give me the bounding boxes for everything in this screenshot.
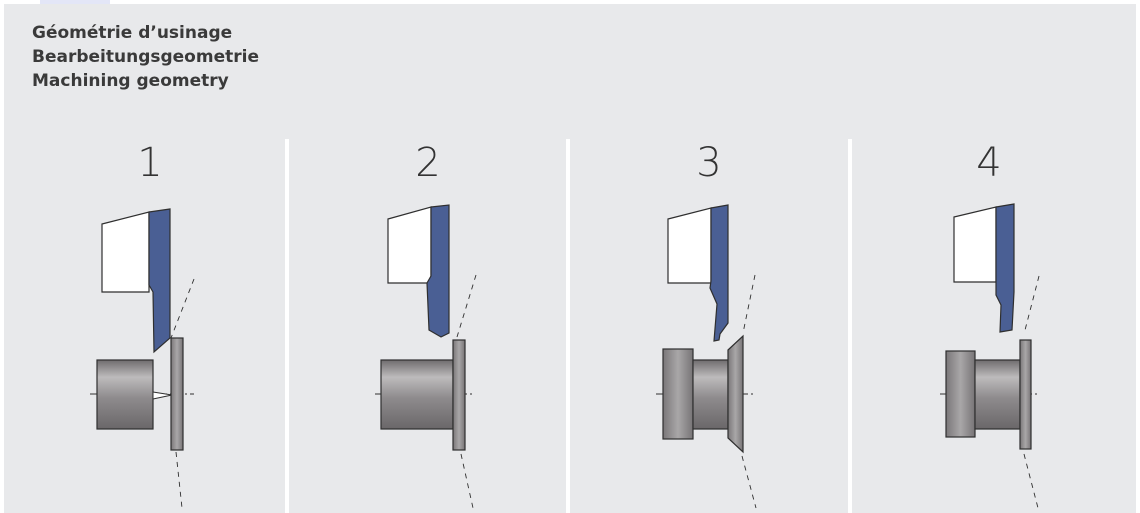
swing-line [456, 274, 477, 338]
step-number: 3 [696, 140, 722, 186]
workpiece-chamfer [727, 334, 744, 454]
tool-blade [709, 204, 729, 342]
column-divider [848, 139, 852, 513]
swing-line [460, 453, 474, 509]
tool-blade [995, 203, 1015, 333]
step-3-diagram [656, 204, 757, 509]
tool-holder [953, 206, 997, 283]
workpiece-bar [96, 359, 154, 430]
tool-blade [148, 208, 171, 354]
step-1-diagram [90, 208, 195, 509]
step-1-panel: 1 [4, 140, 284, 513]
column-divider [566, 139, 570, 513]
workpiece-left-flange [662, 348, 694, 440]
swing-line [175, 451, 183, 509]
step-2-diagram [375, 204, 477, 509]
title-german: Bearbeitungsgeometrie [32, 47, 259, 67]
swing-line [741, 455, 757, 509]
column-divider [285, 139, 289, 513]
workpiece-body [380, 359, 454, 430]
step-4-panel: 4 [852, 140, 1132, 513]
workpiece-groove [974, 359, 1021, 430]
step-number: 2 [415, 140, 441, 186]
step-number: 1 [137, 140, 163, 186]
title-english: Machining geometry [32, 71, 229, 91]
workpiece-flange [452, 339, 466, 451]
corner-accent [40, 0, 110, 4]
cut-cone [152, 391, 173, 400]
workpiece-left-flange [945, 350, 976, 438]
step-2-panel: 2 [289, 140, 569, 513]
step-3-panel: 3 [570, 140, 850, 513]
step-4-diagram [940, 203, 1040, 509]
step-number: 4 [976, 140, 1002, 186]
tool-holder [101, 211, 150, 293]
swing-line [1023, 275, 1040, 335]
figure-titles: Géométrie d’usinage Bearbeitungsgeometri… [32, 21, 259, 93]
swing-line [1023, 453, 1039, 509]
swing-line [742, 274, 756, 334]
title-french: Géométrie d’usinage [32, 23, 233, 43]
tool-blade [426, 204, 450, 338]
parted-disc [170, 337, 184, 451]
swing-line [170, 278, 195, 339]
tool-holder [387, 206, 432, 284]
tool-holder [667, 207, 712, 284]
workpiece-groove [692, 359, 729, 430]
workpiece-right-flange [1019, 339, 1032, 450]
